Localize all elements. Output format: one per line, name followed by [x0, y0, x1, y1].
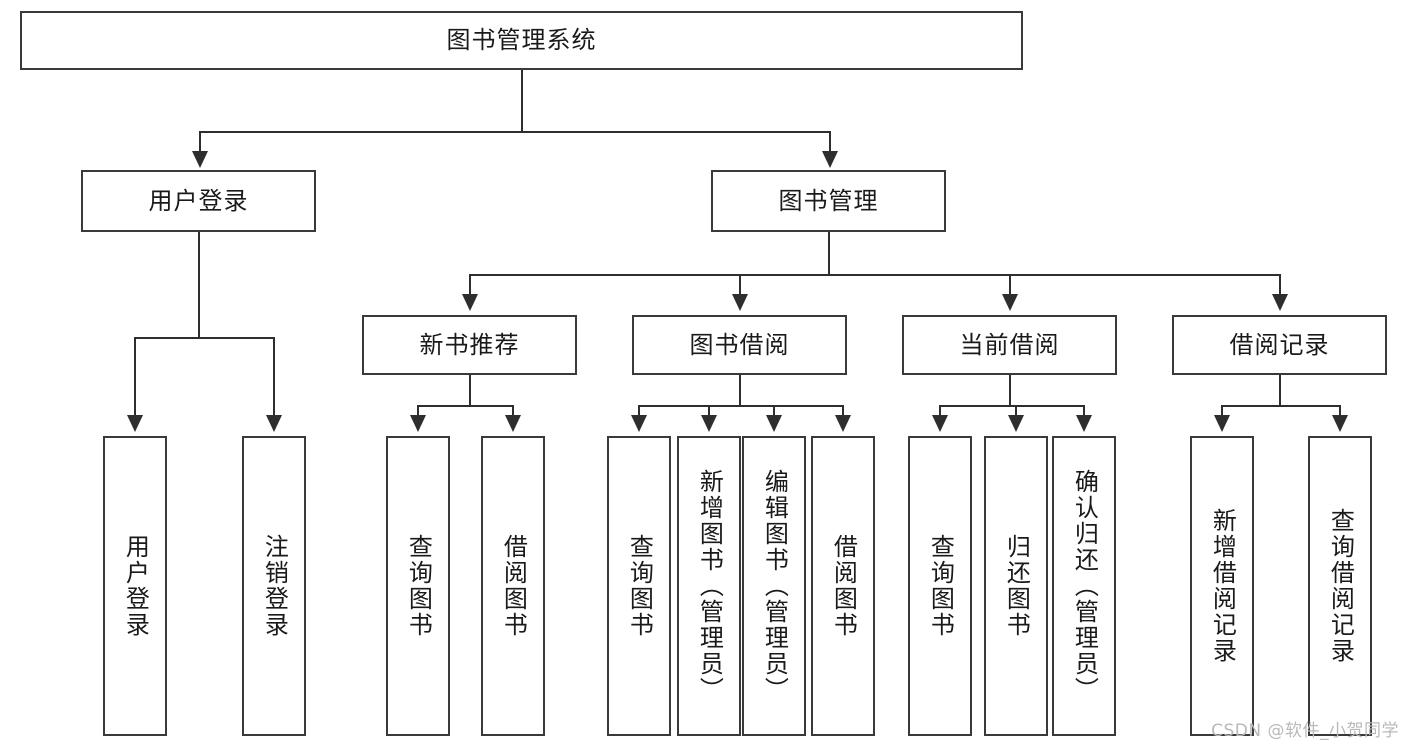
node-label: 查询借阅记录 — [1326, 508, 1355, 664]
connector-c-book-to-n3 — [1009, 274, 1011, 296]
node-current-borrow[interactable]: 当前借阅 — [902, 315, 1117, 375]
connector-c-n2-a — [638, 405, 640, 415]
connector-c-n2-c — [773, 405, 775, 415]
connector-c-n4-a — [1221, 405, 1223, 415]
node-label: 查询图书 — [625, 534, 654, 638]
connector-c-n2-d — [842, 405, 844, 415]
connector-c-n4-bus — [1221, 405, 1339, 407]
node-label: 编辑图书（管理员） — [760, 469, 789, 703]
node-label: 借阅记录 — [1229, 330, 1330, 359]
node-leaf-borrow-book-1[interactable]: 借阅图书 — [481, 436, 545, 736]
node-label: 图书管理系统 — [446, 26, 597, 55]
node-leaf-add-book[interactable]: 新增图书（管理员） — [677, 436, 741, 736]
node-label: 用户登录 — [121, 534, 150, 638]
arrowhead-icon-a-leaf-user-login — [127, 415, 143, 432]
connector-c-user-to-l2 — [273, 337, 275, 415]
connector-c-n4-drop — [1279, 375, 1281, 405]
node-leaf-query-record[interactable]: 查询借阅记录 — [1308, 436, 1372, 736]
node-leaf-edit-book[interactable]: 编辑图书（管理员） — [742, 436, 806, 736]
connector-c-book-bus — [469, 274, 1280, 276]
node-root[interactable]: 图书管理系统 — [20, 11, 1023, 70]
arrowhead-icon-a-l-q1 — [410, 415, 426, 432]
arrowhead-icon-a-n4 — [1272, 294, 1288, 311]
node-book-manage[interactable]: 图书管理 — [711, 170, 946, 232]
node-leaf-logout[interactable]: 注销登录 — [242, 436, 306, 736]
node-leaf-query-book-2[interactable]: 查询图书 — [607, 436, 671, 736]
node-label: 图书借阅 — [689, 330, 790, 359]
node-leaf-borrow-book-2[interactable]: 借阅图书 — [811, 436, 875, 736]
arrowhead-icon-a-l-b2 — [835, 415, 851, 432]
arrowhead-icon-a-n1 — [462, 294, 478, 311]
connector-c-book-to-n4 — [1279, 274, 1281, 296]
arrowhead-icon-a-l-conf — [1076, 415, 1092, 432]
connector-c-user-to-l1 — [134, 337, 136, 415]
arrowhead-icon-a-book-manage — [822, 151, 838, 168]
node-label: 新增图书（管理员） — [695, 469, 724, 703]
node-label: 借阅图书 — [499, 534, 528, 638]
node-book-borrow[interactable]: 图书借阅 — [632, 315, 847, 375]
connector-c-n3-b — [1015, 405, 1017, 415]
node-leaf-query-book-1[interactable]: 查询图书 — [386, 436, 450, 736]
connector-c-n1-a — [417, 405, 419, 415]
node-label: 当前借阅 — [959, 330, 1060, 359]
connector-c-book-to-n2 — [739, 274, 741, 296]
node-leaf-query-book-3[interactable]: 查询图书 — [908, 436, 972, 736]
arrowhead-icon-a-l-ret — [1008, 415, 1024, 432]
connector-c-root-to-book — [829, 131, 831, 151]
node-label: 确认归还（管理员） — [1070, 469, 1099, 703]
arrowhead-icon-a-l-qrec — [1332, 415, 1348, 432]
connector-c-root-bus — [199, 131, 831, 133]
node-borrow-record[interactable]: 借阅记录 — [1172, 315, 1387, 375]
arrowhead-icon-a-l-q3 — [932, 415, 948, 432]
arrowhead-icon-a-n2 — [732, 294, 748, 311]
node-label: 新书推荐 — [419, 330, 520, 359]
watermark-label: CSDN @软件_小贺同学 — [1211, 721, 1399, 741]
connector-c-n3-c — [1083, 405, 1085, 415]
connector-c-book-to-n1 — [469, 274, 471, 296]
node-label: 查询图书 — [926, 534, 955, 638]
connector-c-n2-b — [708, 405, 710, 415]
node-label: 新增借阅记录 — [1208, 508, 1237, 664]
connector-c-n1-b — [512, 405, 514, 415]
arrowhead-icon-a-l-add — [701, 415, 717, 432]
node-label: 归还图书 — [1002, 534, 1031, 638]
connector-c-n3-a — [939, 405, 941, 415]
arrowhead-icon-a-l-addrec — [1214, 415, 1230, 432]
arrowhead-icon-a-l-q2 — [631, 415, 647, 432]
arrowhead-icon-a-leaf-logout — [266, 415, 282, 432]
connector-c-n2-bus — [638, 405, 843, 407]
connector-c-n2-drop — [739, 375, 741, 405]
node-leaf-confirm-return[interactable]: 确认归还（管理员） — [1052, 436, 1116, 736]
node-new-book-rec[interactable]: 新书推荐 — [362, 315, 577, 375]
connector-c-n4-b — [1339, 405, 1341, 415]
connector-c-n3-drop — [1009, 375, 1011, 405]
node-leaf-return-book[interactable]: 归还图书 — [984, 436, 1048, 736]
node-label: 用户登录 — [148, 186, 249, 215]
node-label: 查询图书 — [404, 534, 433, 638]
connector-c-root-drop — [521, 70, 523, 132]
connector-c-n1-bus — [417, 405, 513, 407]
node-leaf-add-record[interactable]: 新增借阅记录 — [1190, 436, 1254, 736]
connector-c-n1-drop — [469, 375, 471, 405]
arrowhead-icon-a-l-b1 — [505, 415, 521, 432]
arrowhead-icon-a-l-edit — [766, 415, 782, 432]
connector-c-book-drop — [828, 232, 830, 274]
connector-c-user-bus — [134, 337, 274, 339]
connector-c-user-drop — [198, 232, 200, 337]
connector-c-n3-bus — [939, 405, 1084, 407]
node-label: 注销登录 — [260, 534, 289, 638]
connector-c-root-to-user — [199, 131, 201, 151]
node-user-login[interactable]: 用户登录 — [81, 170, 316, 232]
arrowhead-icon-a-n3 — [1002, 294, 1018, 311]
node-leaf-user-login[interactable]: 用户登录 — [103, 436, 167, 736]
node-label: 借阅图书 — [829, 534, 858, 638]
arrowhead-icon-a-user-login — [192, 151, 208, 168]
node-label: 图书管理 — [778, 186, 879, 215]
